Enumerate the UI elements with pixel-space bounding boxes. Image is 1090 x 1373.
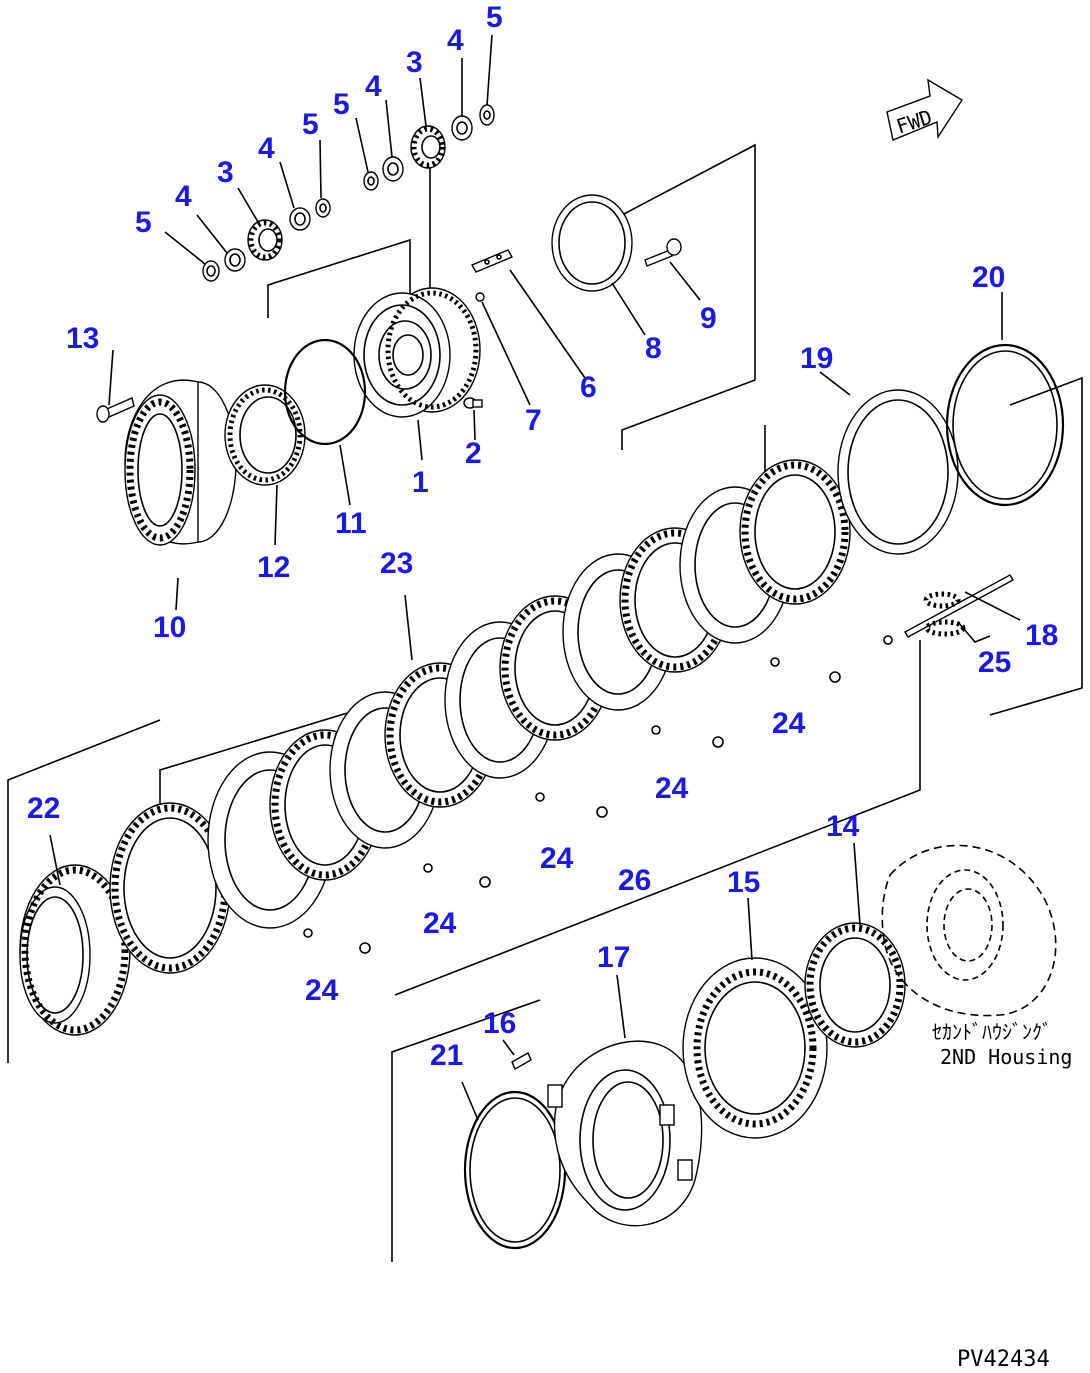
callout-6: 6: [580, 371, 597, 404]
callouts: 5 4 3 4 5 5 4 3 4 5 13 1 2 7 6 8 9 11 12…: [27, 1, 1058, 1072]
pin-16: [511, 1052, 532, 1070]
callout-9: 9: [700, 302, 717, 335]
callout-5-a: 5: [135, 206, 152, 239]
callout-16: 16: [483, 1007, 516, 1040]
ring-22: [19, 864, 131, 1036]
spring-pin-18: [904, 574, 1014, 638]
snap-ring-5d: [479, 104, 495, 126]
piston-17: [547, 1040, 703, 1227]
needle-bearings-group: [202, 104, 495, 282]
pin-6: [470, 249, 514, 273]
housing-label-en: 2ND Housing: [940, 1045, 1072, 1069]
snap-ring-5c: [363, 171, 379, 191]
callout-1: 1: [412, 466, 429, 499]
bearing-3a: [247, 219, 283, 261]
callout-26: 26: [618, 864, 651, 897]
forward-arrow-icon: FWD: [886, 78, 963, 141]
bearing-4b: [289, 207, 311, 231]
ring-12: [224, 384, 306, 486]
callout-23: 23: [380, 547, 413, 580]
ball-7: [475, 292, 485, 302]
spring-25: [924, 619, 991, 643]
callout-10: 10: [153, 611, 186, 644]
callout-12: 12: [257, 551, 290, 584]
snap-ring-5b: [315, 198, 331, 218]
callout-5-d: 5: [486, 1, 503, 34]
callout-5-b: 5: [302, 108, 319, 141]
pin-2: [463, 397, 483, 409]
clutch-pack: [19, 459, 893, 1036]
callout-17: 17: [597, 941, 630, 974]
housing-label-jp: ｾｶﾝﾄﾞﾊｳｼﾞﾝｸﾞ: [932, 1020, 1052, 1044]
bearing-3b: [410, 125, 446, 169]
callout-3-a: 3: [217, 156, 234, 189]
bearing-4c: [382, 156, 404, 182]
callout-25: 25: [978, 646, 1011, 679]
callout-8: 8: [645, 332, 662, 365]
seal-20: [945, 343, 1065, 507]
hub-10: [124, 379, 237, 546]
bolt-9: [644, 238, 682, 267]
callout-5-c: 5: [333, 88, 350, 121]
callout-19: 19: [800, 342, 833, 375]
callout-15: 15: [727, 866, 760, 899]
spring-bits: [303, 635, 893, 954]
callout-4-b: 4: [258, 132, 275, 165]
snap-ring-5a: [202, 260, 220, 282]
callout-24-a: 24: [772, 707, 806, 740]
leader-lines: [49, 34, 1021, 1121]
seal-11: [283, 338, 367, 446]
callout-24-c: 24: [540, 842, 574, 875]
carrier-assembly: [353, 287, 481, 418]
callout-4-c: 4: [365, 70, 382, 103]
bearing-4a: [224, 248, 246, 272]
callout-20: 20: [972, 261, 1005, 294]
callout-2: 2: [465, 437, 482, 470]
callout-18: 18: [1025, 619, 1058, 652]
plate-8: [551, 194, 633, 292]
callout-4-a: 4: [175, 180, 192, 213]
callout-24-d: 24: [423, 907, 457, 940]
housing-2nd: [881, 844, 1057, 1017]
plate-19: [837, 389, 959, 555]
bearing-4d: [451, 115, 473, 141]
callout-14: 14: [826, 810, 860, 843]
callout-21: 21: [430, 1039, 463, 1072]
callout-11: 11: [335, 507, 367, 540]
drawing-code: PV42434: [957, 1347, 1050, 1372]
friction-disc-f: [739, 459, 851, 605]
ring-21: [463, 1090, 567, 1250]
callout-7: 7: [525, 404, 542, 437]
disc-15: [682, 957, 828, 1139]
callout-3-b: 3: [406, 46, 423, 79]
callout-24-b: 24: [655, 772, 689, 805]
callout-4-d: 4: [447, 24, 464, 57]
callout-13: 13: [66, 322, 99, 355]
callout-24-e: 24: [305, 974, 339, 1007]
ring-14: [804, 922, 906, 1048]
bolt-13: [96, 397, 135, 423]
callout-22: 22: [27, 792, 60, 825]
